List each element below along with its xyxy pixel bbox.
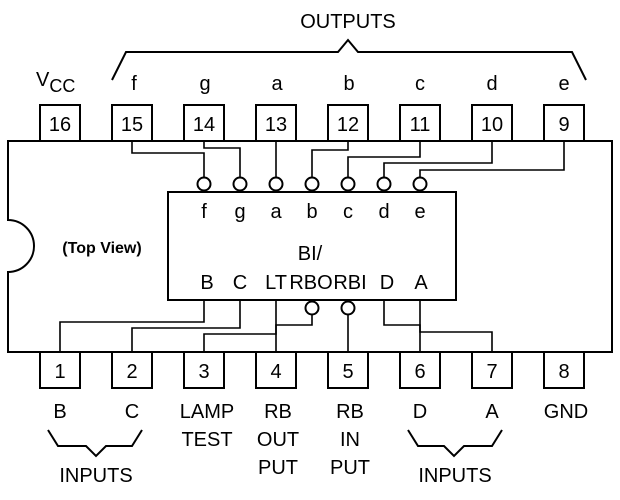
pin6-label: D [413,401,427,423]
inputs-label-right: INPUTS [418,465,491,487]
pin4-number: 4 [270,361,281,383]
pin5-number: 5 [342,361,353,383]
inner-label-RBI: RBI [333,272,366,294]
top-view-label: (Top View) [62,240,141,257]
wire-g [203,141,241,177]
pin5-label-line1: RB [336,401,364,423]
outputs-bracket [111,38,587,81]
pin7-label: A [485,401,499,423]
pin8-number: 8 [558,361,569,383]
pin14-label: g [199,73,210,95]
wire-RBO [275,315,313,352]
wire-LT [203,300,277,352]
inputs-label-left: INPUTS [59,465,132,487]
wire-c [347,141,421,177]
inner-label-b: b [306,201,317,223]
pin10-label: d [486,73,497,95]
pin1-number: 1 [54,361,65,383]
wire-b [311,141,349,177]
inner-label-a: a [270,201,282,223]
bubble-a [268,176,284,192]
pin9-number: 9 [558,114,569,136]
bubble-rbo [304,300,320,316]
bubble-d [376,176,392,192]
pin7-box [471,351,513,389]
pin11-label: c [415,73,425,95]
wire-D [383,300,421,352]
pin5-box [327,351,369,389]
inner-label-D: D [380,272,394,294]
pin4-label-line1: RB [264,401,292,423]
pin6-number: 6 [414,361,425,383]
bubble-e [412,176,428,192]
bubble-rbi [340,300,356,316]
pin2-number: 2 [126,361,137,383]
pin2-label: C [125,401,139,423]
pin4-box [255,351,297,389]
wire-e [419,141,565,177]
inputs-bracket-right [407,429,503,458]
ic-package-outline [7,140,613,353]
inner-label-bi: BI/ [298,243,323,265]
inner-label-RBO: RBO [289,272,332,294]
pin10-number: 10 [481,114,503,136]
pin3-box [183,351,225,389]
inner-label-f: f [201,201,207,223]
pin3-number: 3 [198,361,209,383]
input-wires [59,300,493,352]
outputs-label: OUTPUTS [300,11,396,33]
pin16-number: 16 [49,114,71,136]
inner-label-e: e [414,201,425,223]
pin1-label: B [53,401,66,423]
bubble-g [232,176,248,192]
bubble-f [196,176,212,192]
pin8-label: GND [544,401,588,423]
inner-label-C: C [233,272,247,294]
bubble-c [340,176,356,192]
pin6-box [399,351,441,389]
pin9-label: e [558,73,569,95]
pin4-label-line3: PUT [258,457,298,479]
pin4-label-line2: OUT [257,429,299,451]
inner-label-c: c [343,201,353,223]
wire-f [131,141,205,177]
bubble-b [304,176,320,192]
pin11-number: 11 [410,114,431,136]
pin8-box [543,351,585,389]
pin12-number: 12 [337,114,359,136]
decoder-block [167,191,457,301]
vcc-label: VCC [36,69,75,96]
pin3-label-line2: TEST [181,429,232,451]
pin1-box [39,351,81,389]
pin5-label-line2: IN [340,429,360,451]
output-wires [131,141,565,177]
pin14-number: 14 [193,114,215,136]
wire-B [59,300,205,352]
pin2-box [111,351,153,389]
inner-label-g: g [234,201,245,223]
pin15-label: f [131,73,137,95]
inner-label-B: B [200,272,213,294]
wire-A [419,300,493,352]
pin3-label-line1: LAMP [180,401,234,423]
pin15-number: 15 [121,114,143,136]
pin13-label: a [271,73,283,95]
pin7-number: 7 [486,361,497,383]
pin12-label: b [343,73,354,95]
inputs-bracket-left [47,429,143,458]
inner-label-LT: LT [265,272,287,294]
wire-C [131,300,241,352]
pin5-label-line3: PUT [330,457,370,479]
pin13-number: 13 [265,114,287,136]
inner-label-A: A [414,272,428,294]
wire-d [383,141,493,177]
inner-label-d: d [378,201,389,223]
bottom-pins [39,351,585,389]
output-bubbles [196,176,428,192]
